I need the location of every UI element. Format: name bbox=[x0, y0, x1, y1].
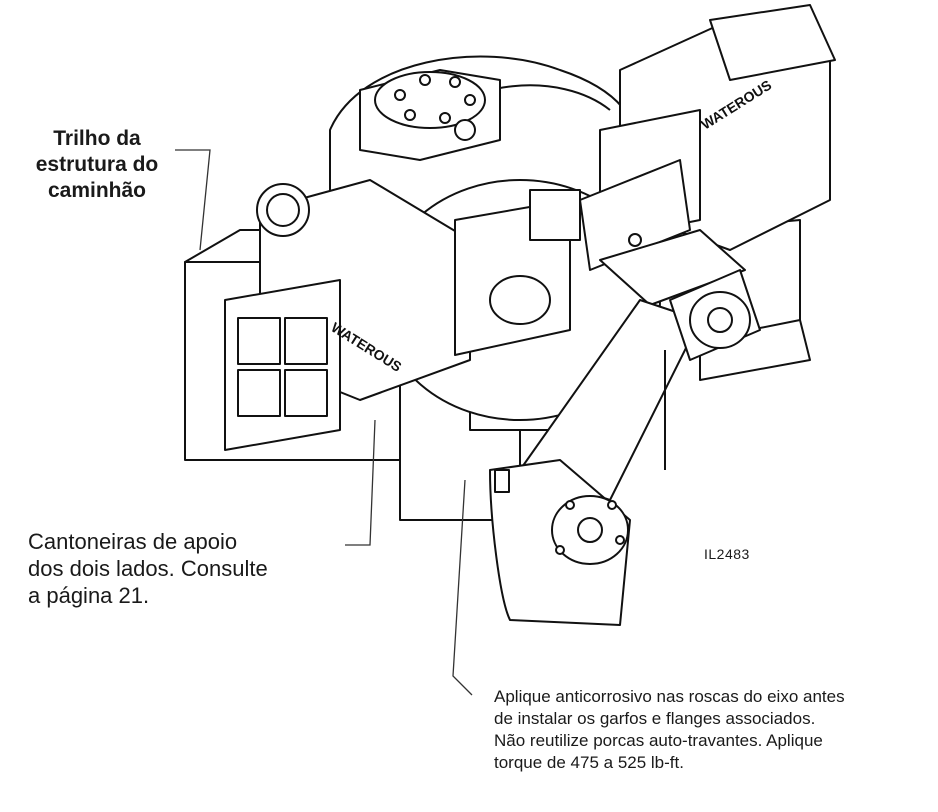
leader-instruction bbox=[452, 479, 473, 696]
left-transmission-housing bbox=[224, 179, 471, 451]
top-cover-plate bbox=[599, 229, 746, 306]
top-left-gearbox bbox=[359, 69, 501, 161]
instruction-line-3: Não reutilize porcas auto-travantes. Apl… bbox=[494, 731, 823, 750]
frame-rail-callout: Trilho da estrutura do caminhão bbox=[22, 126, 172, 204]
frame-rail-line-1: Trilho da bbox=[53, 127, 141, 150]
right-flange-bracket bbox=[664, 269, 761, 470]
support-angles-line-1: Cantoneiras de apoio bbox=[28, 529, 238, 554]
instruction-line-1: Aplique anticorrosivo nas roscas do eixo… bbox=[494, 687, 845, 706]
frame-rail-line-3: caminhão bbox=[47, 179, 147, 202]
elbow-downpipe bbox=[489, 299, 701, 626]
instruction-note: Aplique anticorrosivo nas roscas do eixo… bbox=[494, 686, 934, 774]
support-angles-line-3: a página 21. bbox=[28, 583, 150, 608]
instruction-line-2: de instalar os garfos e flanges associad… bbox=[494, 709, 816, 728]
support-angles-callout: Cantoneiras de apoio dos dois lados. Con… bbox=[28, 528, 328, 609]
leader-frame-rail bbox=[175, 149, 211, 251]
instruction-line-4: torque de 475 a 525 lb-ft. bbox=[494, 753, 684, 772]
support-angles-line-2: dos dois lados. Consulte bbox=[28, 556, 268, 581]
leader-support-angles bbox=[345, 419, 376, 546]
frame-rail-line-2: estrutura do bbox=[35, 153, 159, 176]
center-discharge bbox=[454, 159, 691, 356]
illustration-code: IL2483 bbox=[704, 546, 750, 562]
